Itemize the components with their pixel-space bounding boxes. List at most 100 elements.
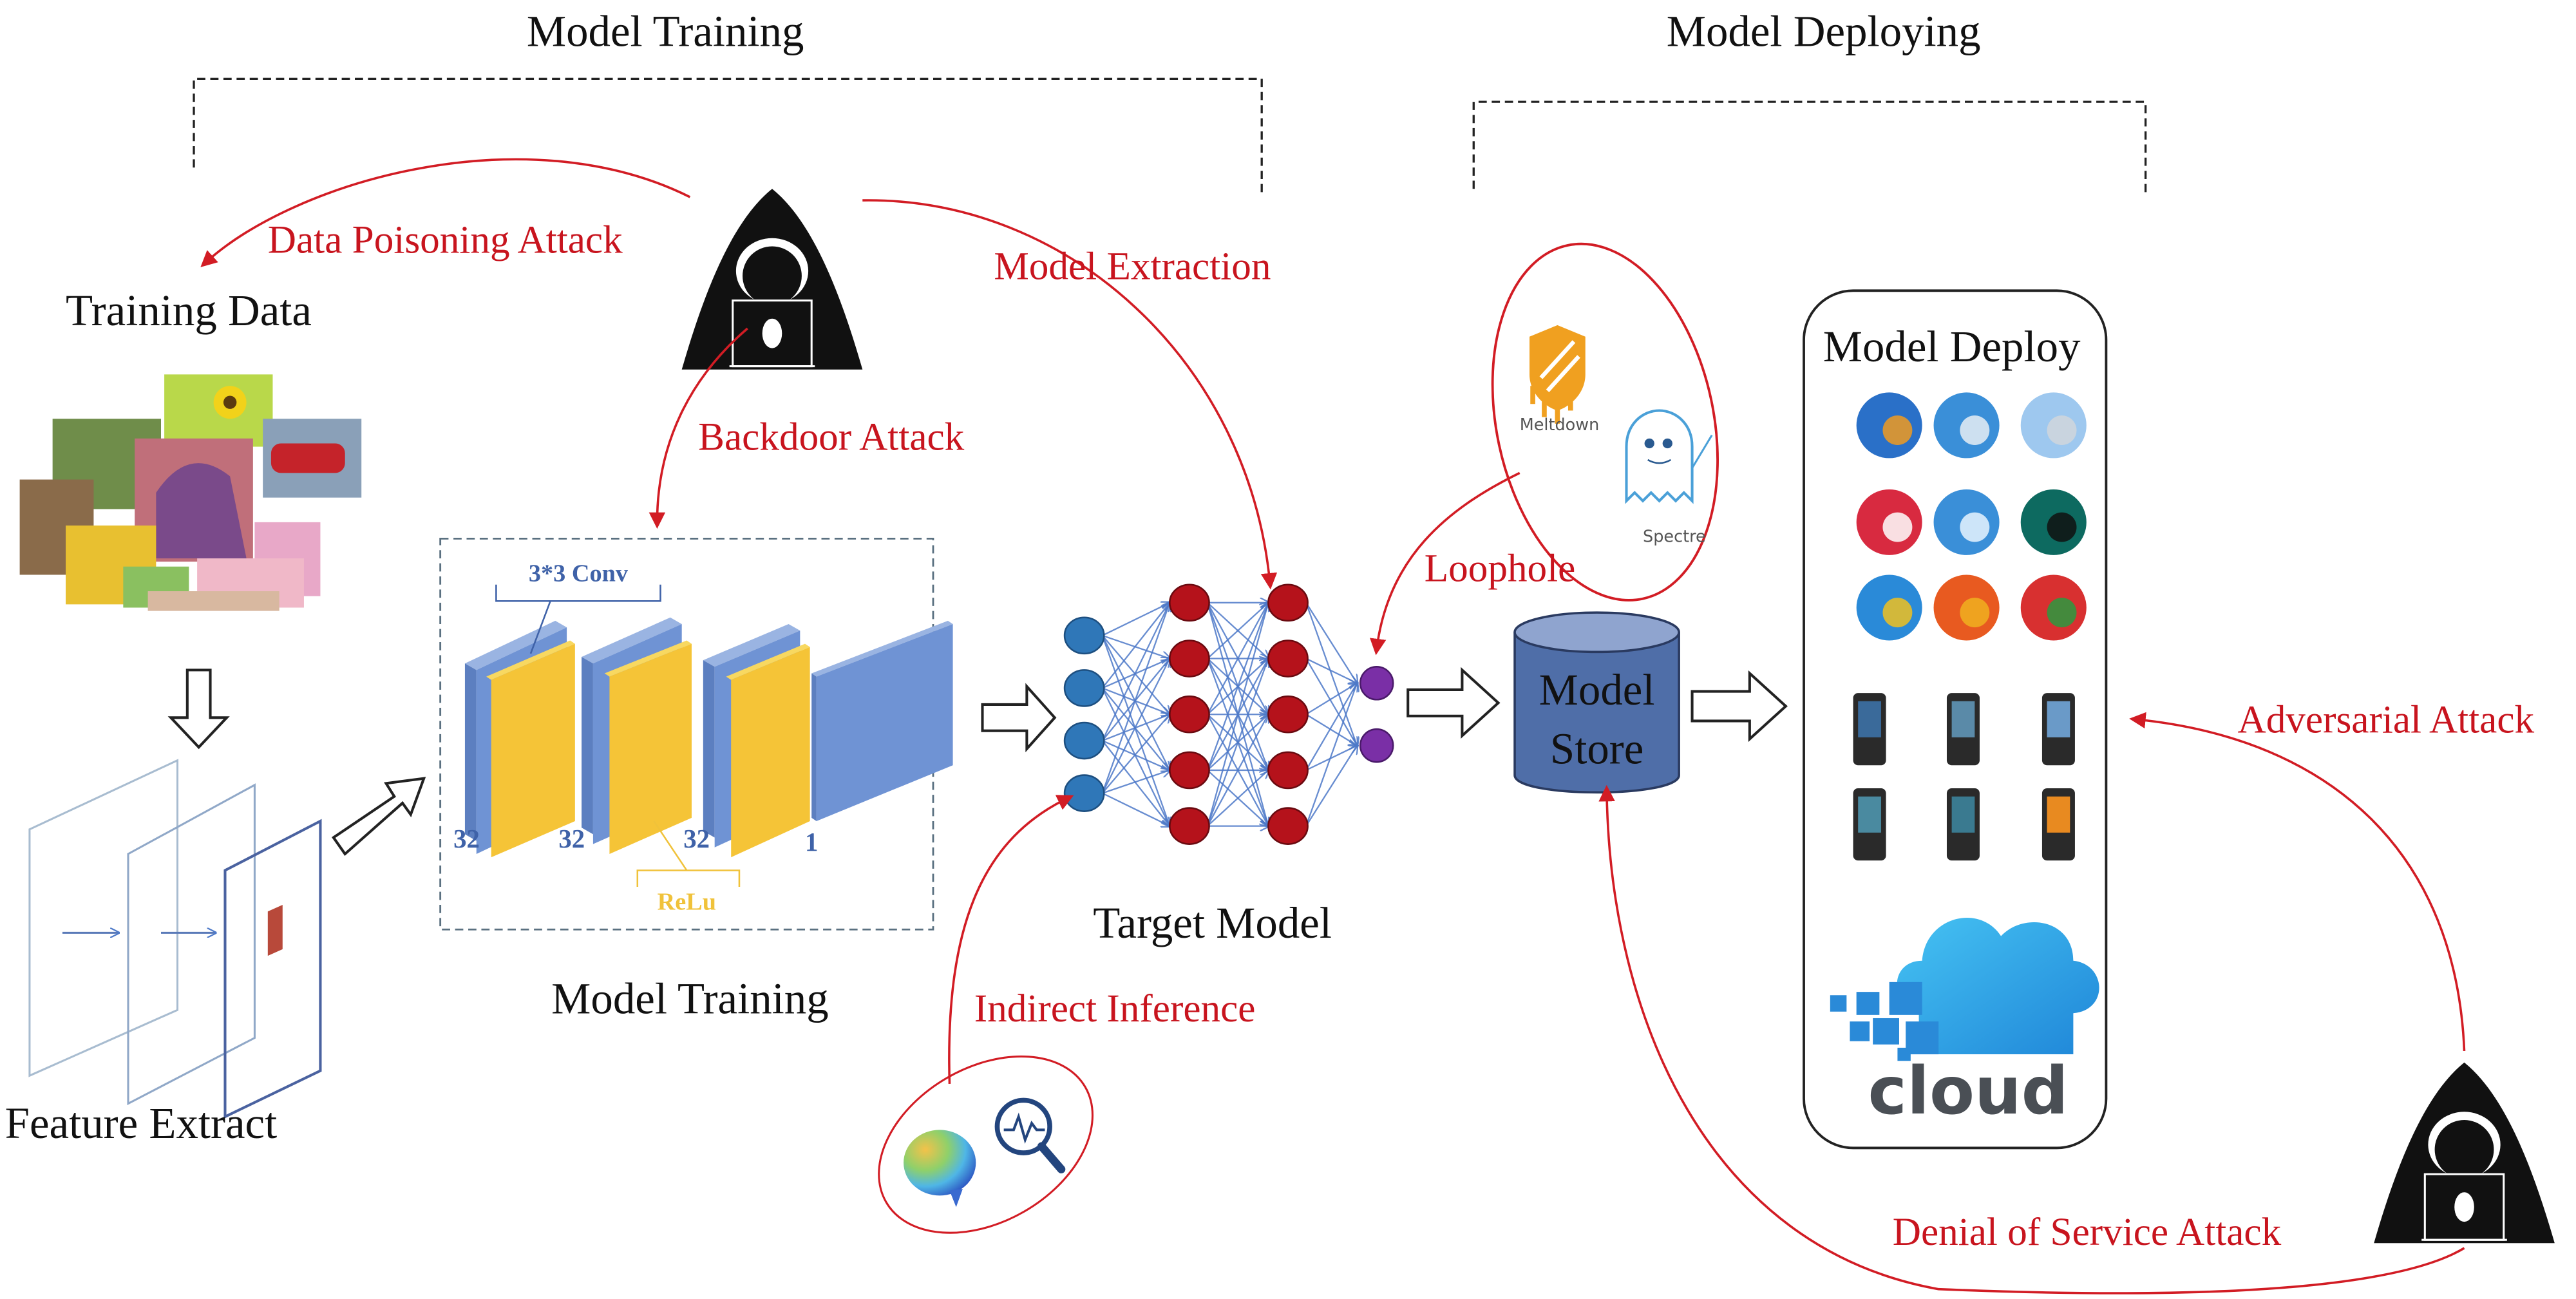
network-edge: [1101, 635, 1170, 714]
training-images-collage: [19, 374, 362, 611]
data-poisoning-attack-label: Data Poisoning Attack: [268, 218, 623, 262]
hidden-node-layer1: [1169, 751, 1210, 790]
firefox-icon: [1856, 392, 1922, 459]
network-edge: [1102, 603, 1170, 636]
section-title-model-training: Model Training: [527, 6, 804, 55]
network-edge: [1101, 659, 1170, 794]
network-edge: [1102, 687, 1170, 714]
training-data-label: Training Data: [66, 286, 312, 335]
magnifier-pulse-icon: [994, 1097, 1066, 1173]
network-edge: [1102, 770, 1170, 794]
hacker-icon-top: [681, 189, 863, 370]
pda-icon: [2041, 693, 2075, 766]
input-node: [1063, 669, 1105, 707]
model-deploy-label: Model Deploy: [1823, 322, 2081, 371]
network-edge: [1305, 746, 1357, 827]
inference-ellipse: [878, 1055, 1094, 1234]
section-title-model-deploying: Model Deploying: [1667, 6, 1981, 55]
feature-extract-label: Feature Extract: [5, 1099, 278, 1148]
network-edge: [1206, 603, 1268, 715]
network-edge: [1305, 683, 1357, 771]
input-node: [1063, 721, 1105, 760]
denial-of-service-label: Denial of Service Attack: [1893, 1210, 2282, 1254]
hidden-node-layer1: [1169, 807, 1210, 845]
model-to-store-arrow: [1406, 667, 1501, 739]
globe-icon: [1933, 392, 2000, 459]
network-edge: [1305, 658, 1357, 683]
data-poisoning-arrow: [200, 158, 691, 267]
device-icons: [1853, 693, 2075, 861]
channel-label-2: 32: [558, 824, 585, 853]
network-edge: [1102, 739, 1170, 770]
loophole-arrow: [1370, 471, 1520, 656]
input-node: [1063, 616, 1105, 655]
network-edge: [1101, 603, 1170, 794]
indirect-inference-arrow: [948, 795, 1074, 1085]
cloud-label: cloud: [1868, 1053, 2069, 1130]
model-store-label-line1: Model: [1539, 665, 1655, 714]
output-node: [1359, 728, 1394, 763]
training-to-model-arrow: [981, 683, 1057, 753]
network-edge: [1207, 603, 1268, 659]
internet-explorer-icon: [1856, 574, 1922, 641]
network-edge: [1101, 635, 1170, 826]
backdoor-attack-label: Backdoor Attack: [698, 415, 964, 459]
conv-label: 3*3 Conv: [529, 560, 629, 587]
network-edge: [1101, 603, 1170, 689]
feature-to-training-arrow: [331, 777, 426, 857]
network-edge: [1305, 714, 1357, 745]
hidden-node-layer2: [1267, 695, 1309, 734]
loophole-label: Loophole: [1425, 547, 1576, 591]
meltdown-icon: [1530, 325, 1586, 424]
hidden-node-layer2: [1267, 807, 1309, 845]
hidden-node-layer2: [1267, 751, 1309, 790]
network-edge: [1101, 740, 1170, 826]
hidden-node-layer1: [1169, 640, 1210, 678]
backdoor-arrow: [649, 327, 748, 529]
hidden-node-layer2: [1267, 640, 1309, 678]
network-edge: [1206, 603, 1268, 771]
safari-icon: [2020, 392, 2087, 459]
network-edge: [1101, 687, 1170, 770]
network-edge: [1305, 683, 1357, 716]
network-edge: [1207, 770, 1268, 827]
network-edge: [1102, 634, 1170, 659]
spectre-label: Spectre: [1643, 527, 1706, 546]
network-edge: [1101, 687, 1170, 826]
model-training-label: Model Training: [551, 974, 829, 1023]
model-extraction-label: Model Extraction: [994, 245, 1271, 289]
iphone-icon: [1853, 693, 1886, 766]
hidden-node-layer1: [1169, 583, 1210, 622]
windows-mobile-icon: [1853, 788, 1886, 861]
netscape-icon: [2020, 489, 2087, 555]
cloud-logo: [1830, 917, 2099, 1061]
blackberry-icon: [1946, 693, 1980, 766]
model-store-label-line2: Store: [1550, 725, 1643, 773]
model-store-cylinder: [1513, 611, 1680, 794]
training-bracket: [193, 77, 1263, 194]
network-edge: [1101, 635, 1170, 770]
channel-label-3: 32: [683, 824, 710, 853]
hidden-node-layer2: [1267, 583, 1309, 622]
network-edge: [1206, 659, 1268, 827]
store-to-deploy-arrow: [1690, 670, 1788, 743]
network-edge: [1101, 714, 1170, 794]
network-edge: [1102, 792, 1170, 826]
slider-phone-icon: [2041, 788, 2075, 861]
chrome-icon: [2020, 574, 2087, 641]
network-edge: [1305, 658, 1357, 746]
input-node: [1063, 774, 1105, 812]
feature-extract-illustration: [28, 759, 322, 1119]
model-extraction-arrow: [862, 199, 1278, 590]
spectre-ghost-icon: [1625, 409, 1713, 504]
cnn-layers: [464, 584, 953, 887]
network-edge: [1305, 683, 1357, 827]
relu-label: ReLu: [658, 889, 716, 916]
down-arrow: [167, 668, 230, 750]
adversarial-attack-label: Adversarial Attack: [2237, 697, 2534, 741]
meltdown-label: Meltdown: [1520, 415, 1600, 435]
network-edge: [1305, 602, 1357, 746]
smartphone-icon: [1946, 788, 1980, 861]
deploying-bracket: [1472, 100, 2147, 197]
target-model-label: Target Model: [1093, 898, 1332, 947]
